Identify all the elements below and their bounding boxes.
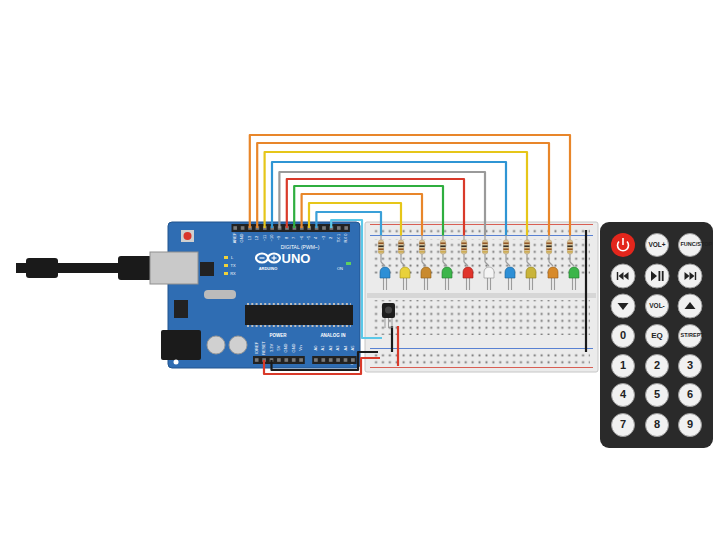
remote-button: 1 <box>611 354 635 378</box>
pin-label: A2 <box>329 346 333 351</box>
remote-button: 9 <box>678 413 702 437</box>
pin-label: 5V <box>277 346 281 351</box>
pin-label: ~9 <box>277 236 281 241</box>
button-label: VOL+ <box>648 242 665 249</box>
pin-label: 13 <box>248 236 252 240</box>
pin-label: ~6 <box>300 236 304 241</box>
led-label: ON <box>337 267 343 271</box>
button-label: EQ <box>651 332 663 340</box>
remote-button: 7 <box>611 413 635 437</box>
pin-label: ~3 <box>322 236 326 241</box>
header-title: POWER <box>269 334 286 339</box>
pin-label: A4 <box>344 346 348 351</box>
pin-label: RX 0 <box>344 234 348 243</box>
button-label: 5 <box>654 389 660 401</box>
brand-name: ARDUINO <box>259 267 278 271</box>
led-label: RX <box>230 272 236 276</box>
remote-button: 0 <box>611 324 635 348</box>
pin-label: Vin <box>299 345 303 351</box>
remote-button: 4 <box>611 383 635 407</box>
pin-label: 2 <box>329 237 333 239</box>
pin-label: ~10 <box>270 235 274 242</box>
pin-label: A3 <box>336 346 340 351</box>
header-title: DIGITAL (PWM~) <box>281 245 320 250</box>
pin-label: A0 <box>314 346 318 351</box>
remote-button: 3 <box>678 354 702 378</box>
header-title: ANALOG IN <box>320 334 345 339</box>
button-label: 3 <box>687 360 693 372</box>
button-label: 0 <box>620 330 626 342</box>
pin-label: RESET <box>262 341 266 354</box>
pin-label: 4 <box>314 237 318 239</box>
button-label: 6 <box>687 389 693 401</box>
remote-button: 2 <box>645 354 669 378</box>
pin-label: GND <box>240 234 244 243</box>
pin-label: 7 <box>292 237 296 239</box>
remote-button: 6 <box>678 383 702 407</box>
pin-label: GND <box>292 344 296 353</box>
pin-label: 8 <box>285 237 289 239</box>
pin-label: AREF <box>233 233 237 244</box>
pin-label: 12 <box>255 236 259 240</box>
button-label: 1 <box>620 360 626 372</box>
button-label: FUNC/STOP <box>681 242 700 248</box>
button-label: VOL- <box>649 303 665 310</box>
remote-button: VOL- <box>645 294 669 318</box>
remote-button: 5 <box>645 383 669 407</box>
led-label: TX <box>230 264 235 268</box>
pin-label: ~11 <box>263 235 267 242</box>
remote-button: VOL+ <box>645 233 669 257</box>
remote-button: FUNC/STOP <box>678 233 702 257</box>
pin-label: ~5 <box>307 236 311 241</box>
button-label: 2 <box>654 360 660 372</box>
remote-button: 8 <box>645 413 669 437</box>
pin-label: GND <box>284 344 288 353</box>
pin-label: TX 1 <box>337 234 341 242</box>
button-label: 4 <box>620 389 626 401</box>
remote-button: ST/REPT <box>678 324 702 348</box>
button-label: 8 <box>654 419 660 431</box>
remote-button: EQ <box>645 324 669 348</box>
button-label: ST/REPT <box>681 333 700 339</box>
button-label: 7 <box>620 419 626 431</box>
pin-label: 3.3V <box>270 344 274 352</box>
board-model: UNO <box>282 252 311 265</box>
pin-label: A5 <box>351 346 355 351</box>
led-label: L <box>231 256 233 260</box>
pin-label: IOREF <box>255 342 259 354</box>
pin-label: A1 <box>321 346 325 351</box>
button-label: 9 <box>687 419 693 431</box>
